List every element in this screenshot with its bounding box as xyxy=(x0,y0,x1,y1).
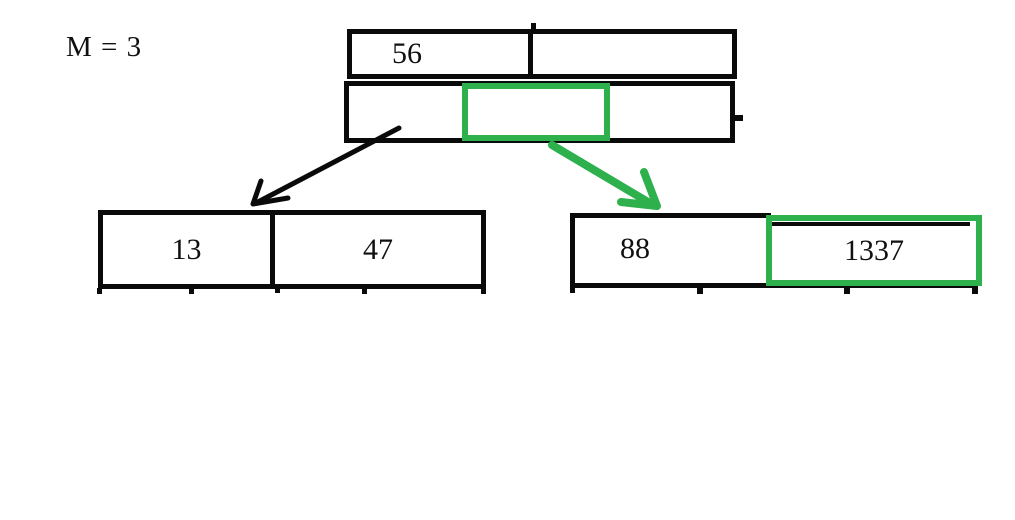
left-child-key-cell-0: 13 xyxy=(103,215,275,284)
root-key-cell-1 xyxy=(533,34,732,74)
right-child-highlighted-key-cell: 1337 xyxy=(766,215,982,286)
tick-mark xyxy=(531,23,536,30)
edge-shadow-line xyxy=(558,149,644,202)
order-label: M = 3 xyxy=(66,31,143,63)
tick-mark xyxy=(97,288,102,294)
tick-mark xyxy=(735,115,743,121)
tick-mark xyxy=(481,288,486,294)
root-key-cell-0: 56 xyxy=(352,34,533,74)
right-child-inner-line xyxy=(770,222,970,226)
edge-root-to-right-child xyxy=(548,141,661,210)
right-child-key-cell-0: 88 xyxy=(620,232,650,265)
arrowhead xyxy=(250,178,291,207)
edge-line xyxy=(548,141,657,209)
tick-mark xyxy=(189,288,194,294)
tick-mark xyxy=(570,287,575,293)
left-child-node: 13 47 xyxy=(98,210,486,289)
tick-mark xyxy=(362,288,367,294)
left-child-key-cell-1: 47 xyxy=(363,232,393,266)
root-highlighted-pointer-cell xyxy=(462,83,610,141)
tick-mark xyxy=(697,287,703,294)
right-child-top-border xyxy=(570,213,771,218)
tick-mark xyxy=(844,287,850,294)
tick-mark xyxy=(275,288,280,293)
arrowhead xyxy=(617,168,661,210)
root-node-keys-row: 56 xyxy=(347,29,737,79)
tick-mark xyxy=(972,287,978,294)
